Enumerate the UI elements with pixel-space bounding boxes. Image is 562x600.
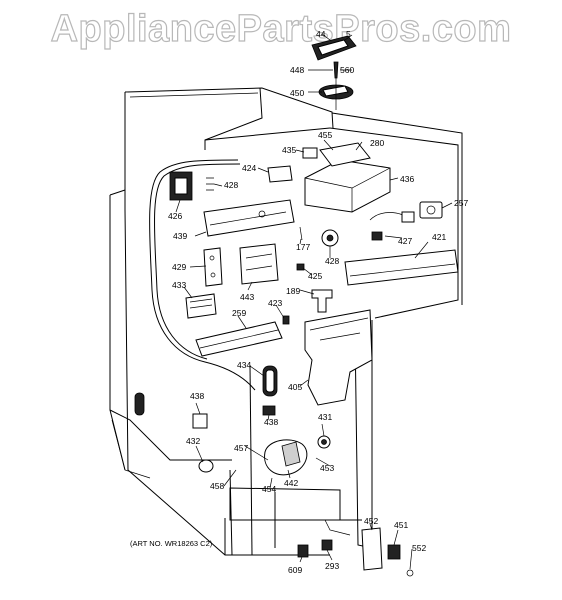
- part-callout: 457: [234, 443, 248, 453]
- part-callout: 455: [318, 130, 332, 140]
- part-callout: 428: [325, 256, 339, 266]
- part-callout: 458: [210, 481, 224, 491]
- watermark-text: AppliancePartsPros.com: [50, 7, 512, 50]
- part-callout: 432: [186, 436, 200, 446]
- part-callout: 552: [412, 543, 426, 553]
- part-callout: 429: [172, 262, 186, 272]
- part-callout: 5: [346, 29, 351, 39]
- part-callout: 424: [242, 163, 256, 173]
- part-callout: 439: [173, 231, 187, 241]
- part-callout: 293: [325, 561, 339, 571]
- part-callout: 452: [364, 516, 378, 526]
- part-callout: 454: [262, 484, 276, 494]
- part-callout: 434: [237, 360, 251, 370]
- part-callout: 435: [282, 145, 296, 155]
- part-callout: 423: [268, 298, 282, 308]
- part-callout: 44: [316, 29, 326, 39]
- part-callout: 450: [290, 88, 304, 98]
- part-callout: 560: [340, 65, 354, 75]
- part-callout: 431: [318, 412, 332, 422]
- part-callout: 259: [232, 308, 246, 318]
- leader-lines: [175, 33, 453, 570]
- cabinet-drawing: [109, 35, 463, 577]
- part-callout: 443: [240, 292, 254, 302]
- part-callout: 427: [398, 236, 412, 246]
- part-callout: 257: [454, 198, 468, 208]
- part-callout: 189: [286, 286, 300, 296]
- part-callout: 451: [394, 520, 408, 530]
- part-callout: 421: [432, 232, 446, 242]
- part-callout: 177: [296, 242, 310, 252]
- part-callout: 438: [190, 391, 204, 401]
- part-callout: 428: [224, 180, 238, 190]
- part-callout: 425: [308, 271, 322, 281]
- part-callout: 442: [284, 478, 298, 488]
- part-callout: 438: [264, 417, 278, 427]
- part-callout: 405: [288, 382, 302, 392]
- part-callout: 426: [168, 211, 182, 221]
- art-number: (ART NO. WR18263 C2): [130, 539, 213, 548]
- part-callout: 436: [400, 174, 414, 184]
- part-callout: 453: [320, 463, 334, 473]
- callout-labels: 44 5 448 560 450 455 280 435 424 428 436 257 426 439 1…: [168, 29, 468, 575]
- part-callout: 609: [288, 565, 302, 575]
- part-callout: 448: [290, 65, 304, 75]
- part-callout: 433: [172, 280, 186, 290]
- part-callout: 280: [370, 138, 384, 148]
